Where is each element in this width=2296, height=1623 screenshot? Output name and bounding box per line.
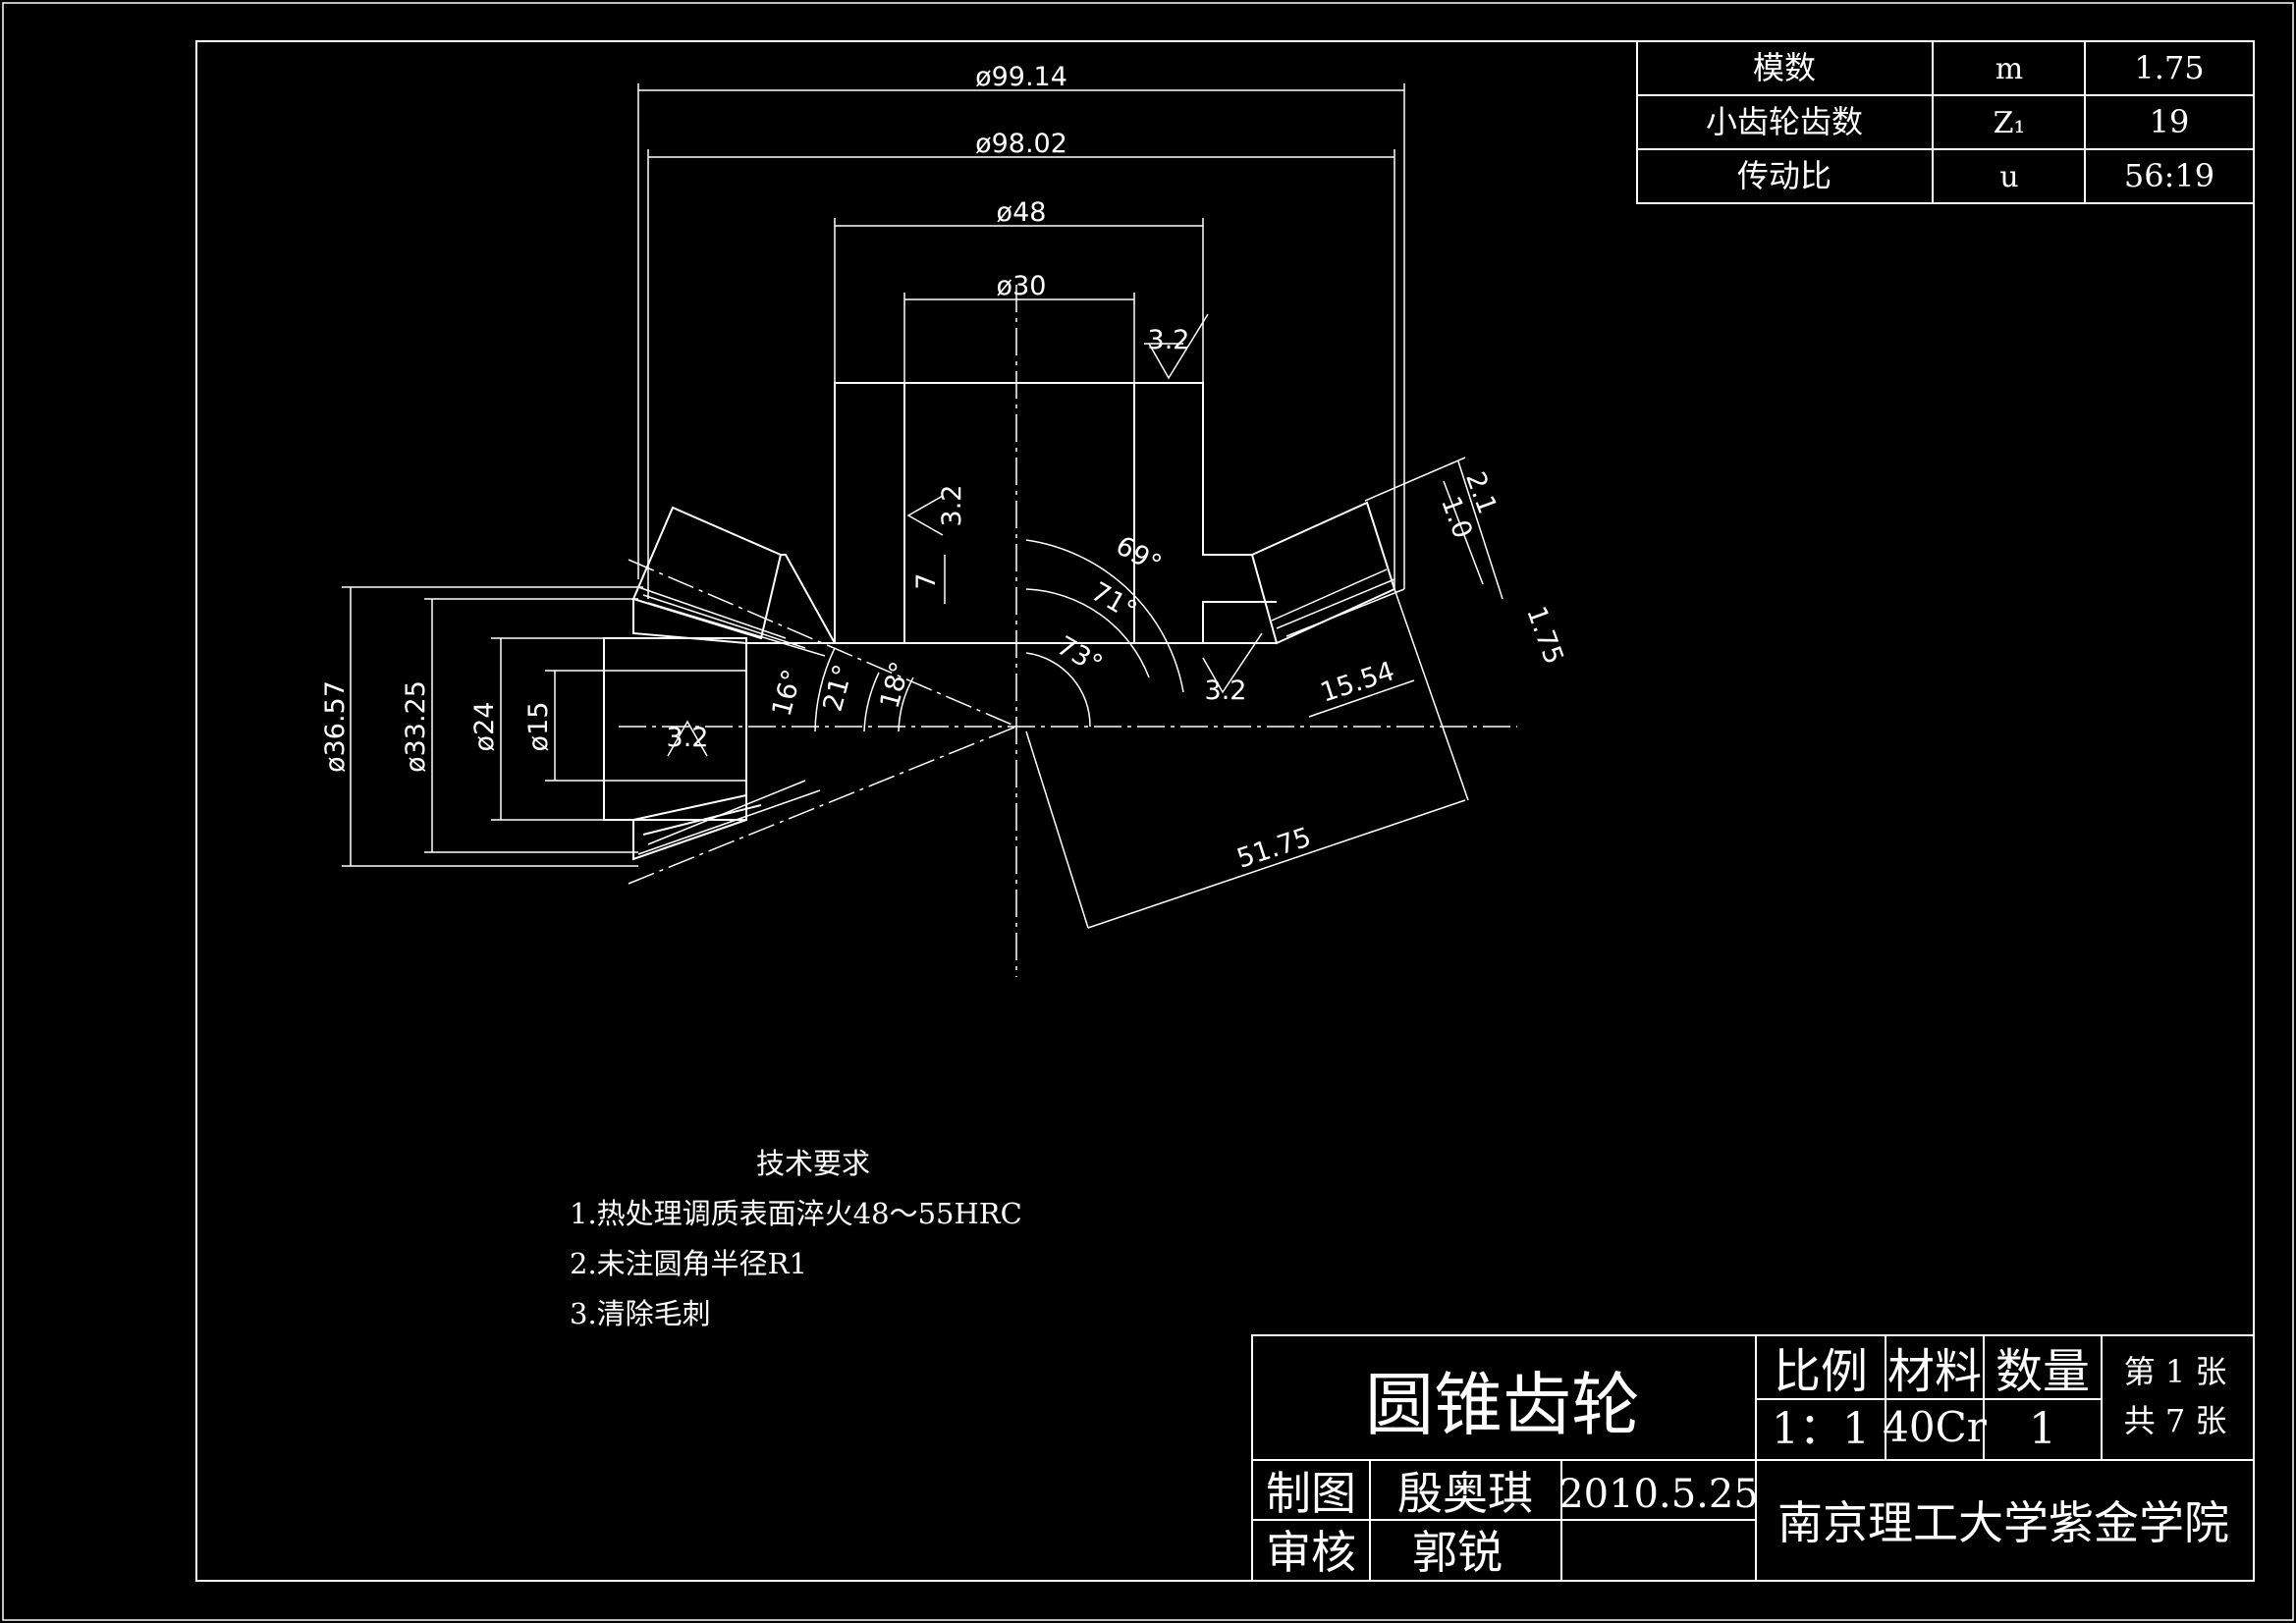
param-symbol-1: Z₁ — [1994, 106, 2026, 140]
dim-d24: ø24 — [469, 702, 500, 752]
cone-centerline-lower — [628, 726, 1017, 885]
sheet-no: 第 1 张 — [2124, 1353, 2227, 1390]
param-name-1: 小齿轮齿数 — [1706, 103, 1863, 140]
dim-h7: 7 — [911, 572, 942, 589]
param-name-2: 传动比 — [1737, 157, 1831, 194]
title-block: 圆锥齿轮 比例 1：1 材料 40Cr 数量 1 第 1 张 共 7 张 制图 … — [1251, 1334, 2255, 1582]
material-label: 材料 — [1887, 1344, 1982, 1399]
scale-value: 1：1 — [1772, 1404, 1870, 1454]
param-value-0: 1.75 — [2134, 49, 2204, 86]
note-item-1: 1.热处理调质表面淬火48～55HRC — [570, 1197, 1022, 1230]
rough-1: 3.2 — [1148, 325, 1190, 355]
param-table: 模数 m 1.75 小齿轮齿数 Z₁ 19 传动比 u 56:19 — [1636, 40, 2255, 204]
note-item-3: 3.清除毛刺 — [570, 1297, 711, 1330]
scale-label: 比例 — [1774, 1344, 1868, 1399]
rough-4: 3.2 — [1205, 676, 1247, 706]
part-name: 圆锥齿轮 — [1365, 1365, 1640, 1445]
dim-d3657: ø36.57 — [320, 680, 351, 773]
drawn-date: 2010.5.25 — [1558, 1472, 1759, 1517]
dimension-lines — [342, 83, 1503, 929]
roughness-symbols — [667, 313, 1263, 757]
dim-d3325: ø33.25 — [401, 680, 431, 773]
param-symbol-0: m — [1995, 52, 2023, 86]
cone-centerline-upper — [628, 559, 1017, 728]
rough-3: 3.2 — [937, 485, 967, 527]
dim-len5175: 51.75 — [1233, 822, 1315, 874]
drawn-by: 殷奥琪 — [1397, 1467, 1533, 1520]
ang-18: 18° — [875, 659, 916, 712]
qty-value: 1 — [2029, 1404, 2056, 1454]
gear-outline — [603, 382, 1405, 861]
ang-21: 21° — [818, 662, 859, 715]
dim-d48: ø48 — [997, 197, 1047, 228]
sheet-total: 共 7 张 — [2124, 1402, 2227, 1439]
drawing-frame — [195, 40, 2255, 1582]
notes-heading: 技术要求 — [756, 1147, 871, 1180]
param-name-0: 模数 — [1753, 49, 1816, 86]
dim-d15: ø15 — [523, 702, 554, 752]
note-item-2: 2.未注圆角半径R1 — [570, 1247, 807, 1280]
qty-label: 数量 — [1995, 1344, 2090, 1399]
school-name: 南京理工大学紫金学院 — [1777, 1496, 2229, 1549]
param-value-1: 19 — [2150, 103, 2190, 140]
dim-t175: 1.75 — [1520, 603, 1569, 669]
technical-notes: 技术要求 1.热处理调质表面淬火48～55HRC 2.未注圆角半径R1 3.清除… — [570, 1139, 1022, 1339]
rough-2: 3.2 — [667, 723, 709, 753]
ang-69: 69° — [1111, 530, 1167, 580]
dimension-labels: ø99.14 ø98.02 ø48 ø30 3.2 ø36.57 ø33.25 … — [320, 62, 1569, 875]
ang-16: 16° — [767, 667, 808, 720]
param-value-2: 56:19 — [2124, 157, 2214, 194]
dim-d98: ø98.02 — [975, 129, 1067, 159]
material-value: 40Cr — [1883, 1403, 1988, 1451]
checked-by: 郭锐 — [1412, 1526, 1503, 1579]
ang-73: 73° — [1052, 630, 1108, 680]
checked-label: 审核 — [1266, 1526, 1356, 1579]
param-symbol-2: u — [1999, 160, 2018, 194]
dim-d30: ø30 — [997, 271, 1047, 301]
dim-d99: ø99.14 — [975, 62, 1067, 92]
drawn-label: 制图 — [1266, 1467, 1356, 1520]
